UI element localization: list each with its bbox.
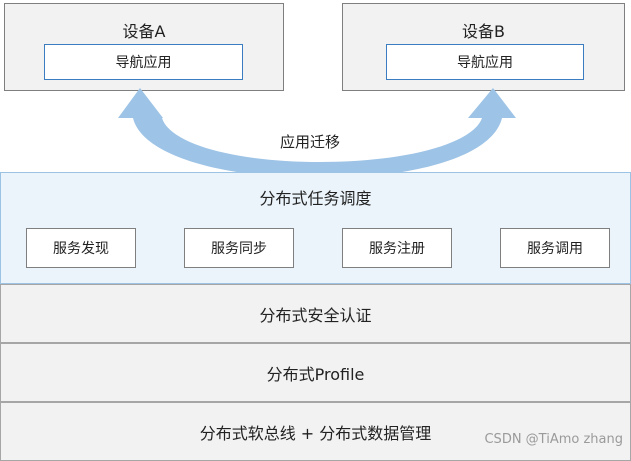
device-a-app-box: 导航应用 bbox=[44, 44, 243, 80]
service-sync-box: 服务同步 bbox=[184, 228, 294, 268]
migration-label: 应用迁移 bbox=[279, 133, 340, 151]
service-register-box: 服务注册 bbox=[342, 228, 452, 268]
device-b-box: 设备B 导航应用 bbox=[342, 3, 625, 91]
service-discovery-box: 服务发现 bbox=[26, 228, 136, 268]
device-a-title: 设备A bbox=[122, 22, 166, 41]
device-b-title: 设备B bbox=[462, 22, 505, 41]
task-scheduling-panel: 分布式任务调度 服务发现 服务同步 服务注册 服务调用 bbox=[0, 172, 631, 284]
watermark: CSDN @TiAmo zhang bbox=[484, 432, 623, 447]
profile-layer: 分布式Profile bbox=[0, 343, 631, 402]
security-auth-layer: 分布式安全认证 bbox=[0, 284, 631, 343]
service-invoke-box: 服务调用 bbox=[500, 228, 610, 268]
task-scheduling-title: 分布式任务调度 bbox=[259, 189, 372, 208]
device-a-box: 设备A 导航应用 bbox=[4, 3, 284, 91]
device-b-app-box: 导航应用 bbox=[386, 44, 584, 80]
